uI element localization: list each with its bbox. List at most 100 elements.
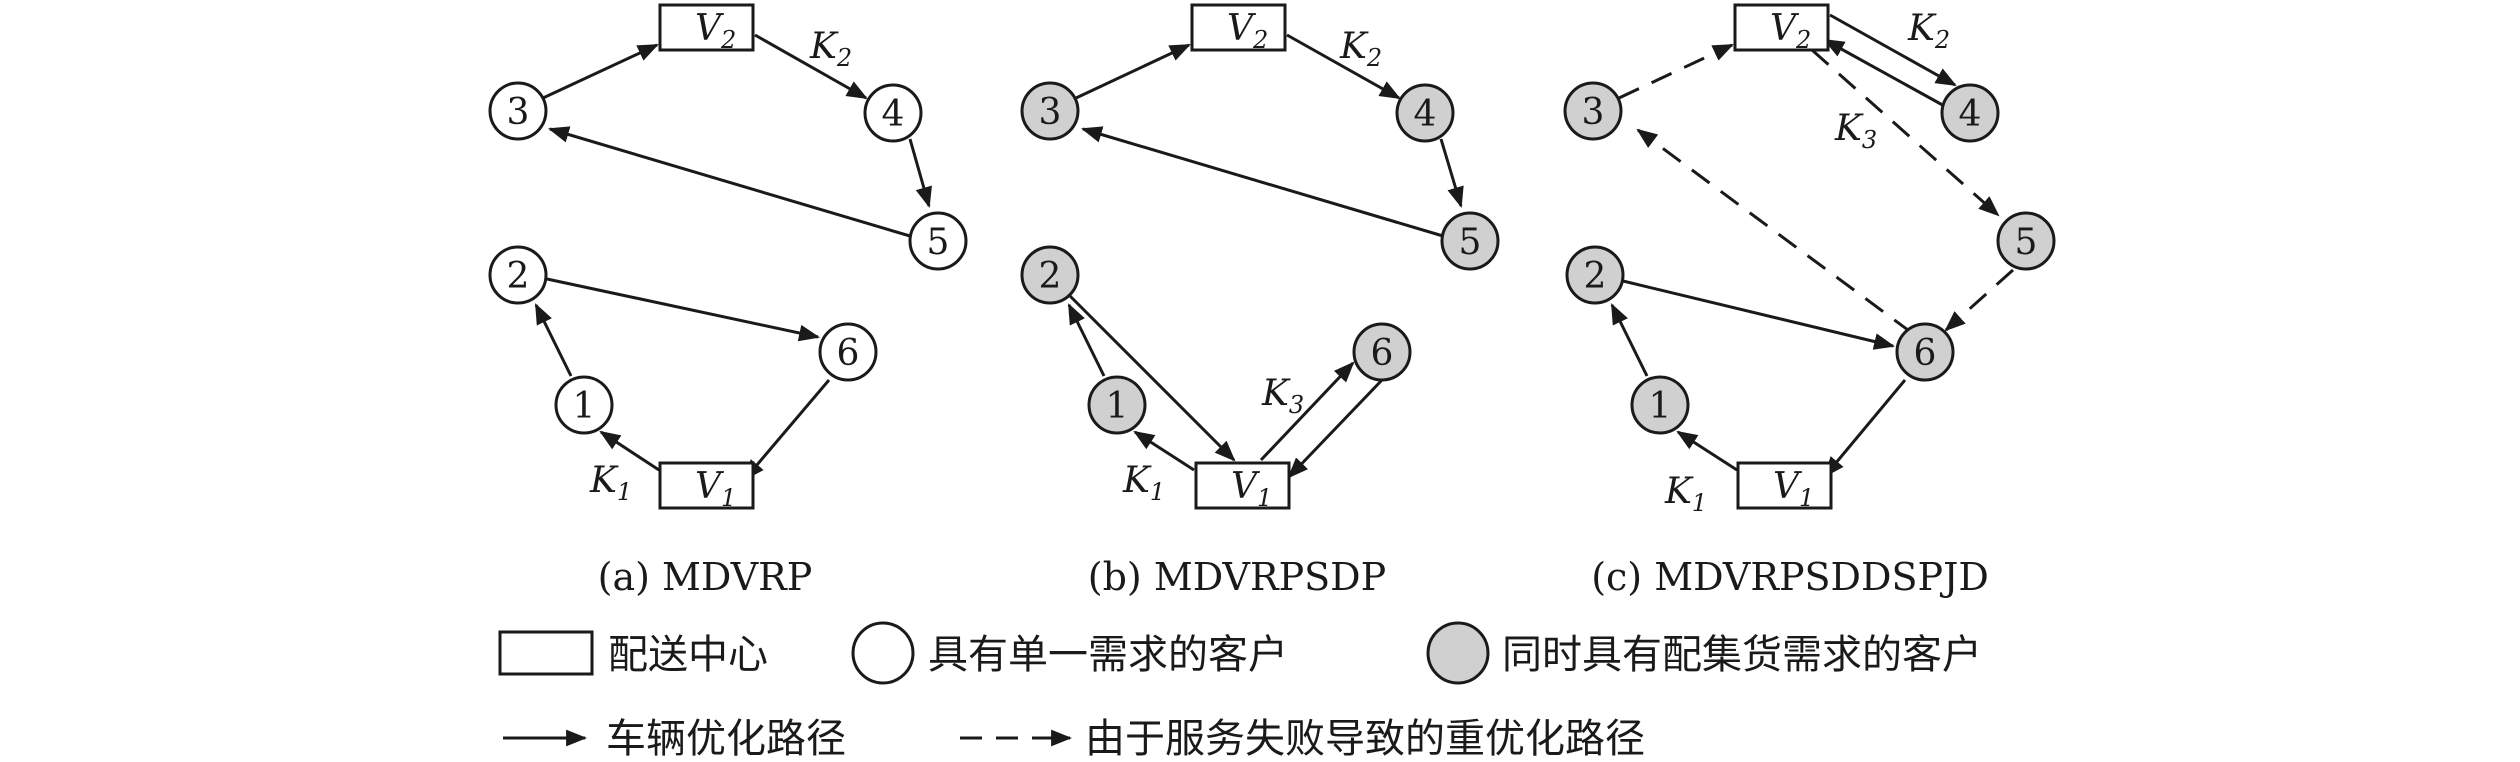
customer-a-6: 6 xyxy=(818,322,878,382)
edge-a-2-6 xyxy=(546,277,821,342)
customer-circle xyxy=(488,81,548,141)
depot-b-v2: V2 xyxy=(1190,3,1287,54)
route-label-c-k2: K2 xyxy=(1907,8,1950,54)
customer-label: 3 xyxy=(507,92,530,133)
depot-a-v1: V1 xyxy=(658,461,755,512)
customer-label: 6 xyxy=(1914,333,1937,374)
customer-a-4: 4 xyxy=(863,83,923,143)
customer-b-5: 5 xyxy=(1440,211,1500,271)
route-label-c-k3: K3 xyxy=(1834,108,1877,154)
customer-label: 2 xyxy=(507,256,530,297)
edge-a-v1-1 xyxy=(599,430,660,472)
customer-label: 6 xyxy=(1371,333,1394,374)
legend-single-customer: 具有单一需求的客户 xyxy=(851,621,1288,685)
edge-c-3-v2-dashed xyxy=(1618,43,1734,100)
route-label-b-k1: K1 xyxy=(1122,460,1165,506)
caption-c: (c) MDVRPSDDSPJD xyxy=(1591,555,1989,599)
customer-c-1: 1 xyxy=(1630,375,1690,435)
panel-b: V2 V1 3 4 5 2 1 6 K2 K3 xyxy=(1020,3,1500,599)
legend-solid-label: 车辆优化路径 xyxy=(606,716,846,762)
depot-box xyxy=(1194,461,1291,510)
depot-b-v1: V1 xyxy=(1194,461,1291,512)
edge-b-1-2 xyxy=(1067,303,1106,377)
edge-b-3-v2 xyxy=(1075,43,1191,100)
legend-depot: 配送中心 xyxy=(498,630,768,678)
depot-label: V1 xyxy=(1231,466,1272,512)
customer-a-2: 2 xyxy=(488,245,548,305)
customer-b-6: 6 xyxy=(1352,322,1412,382)
customer-label: 5 xyxy=(2015,222,2038,263)
edge-a-4-5 xyxy=(908,138,932,209)
edge-b-v1-6 xyxy=(1259,361,1355,462)
depot-label: V1 xyxy=(695,466,736,512)
customer-label: 5 xyxy=(927,222,950,263)
customer-circle xyxy=(1087,375,1147,435)
edge-b-4-5 xyxy=(1439,138,1464,209)
customer-label: 1 xyxy=(1649,386,1672,427)
legend: 配送中心 具有单一需求的客户 同时具有配集货需求的客户 车辆优化路径 由于服务失… xyxy=(498,621,1982,762)
edge-b-2-v1 xyxy=(1068,294,1236,462)
customer-c-5: 5 xyxy=(1996,211,2056,271)
customer-circle xyxy=(908,211,968,271)
customer-b-2: 2 xyxy=(1020,245,1080,305)
caption-b: (b) MDVRPSDP xyxy=(1088,555,1386,599)
customer-b-1: 1 xyxy=(1087,375,1147,435)
edge-c-1-2 xyxy=(1610,303,1649,377)
legend-single-label: 具有单一需求的客户 xyxy=(928,632,1288,678)
legend-dashed-label: 由于服务失败导致的重优化路径 xyxy=(1085,716,1645,762)
customer-label: 2 xyxy=(1584,256,1607,297)
edge-b-5-3 xyxy=(1080,126,1444,238)
customer-circle xyxy=(1352,322,1412,382)
edge-b-v1-1 xyxy=(1133,430,1195,472)
customer-label: 4 xyxy=(882,94,905,135)
edge-a-3-v2 xyxy=(542,43,659,100)
legend-depot-label: 配送中心 xyxy=(608,632,768,678)
customer-circle xyxy=(1630,375,1690,435)
panel-c-edges xyxy=(1610,13,2015,478)
panel-a-edges xyxy=(534,33,932,481)
route-label-c-k1: K1 xyxy=(1664,471,1707,517)
edge-c-v2-5-dashed xyxy=(1811,48,2000,217)
customer-circle xyxy=(1563,81,1623,141)
customer-a-3: 3 xyxy=(488,81,548,141)
customer-circle xyxy=(1020,81,1080,141)
panel-a: V2 V1 3 4 5 2 1 6 K2 xyxy=(488,3,968,599)
depot-c-v1: V1 xyxy=(1736,461,1833,512)
edge-c-6-3-dashed xyxy=(1636,128,1913,335)
customer-circle xyxy=(1440,211,1500,271)
depot-box xyxy=(1736,461,1833,510)
route-label-b-k2: K2 xyxy=(1339,26,1382,72)
edge-c-2-6 xyxy=(1622,279,1896,350)
panel-c: V2 V1 3 4 5 2 1 6 K2 K3 xyxy=(1563,3,2056,599)
customer-label: 1 xyxy=(1106,386,1129,427)
depot-a-v2: V2 xyxy=(658,3,755,54)
customer-label: 5 xyxy=(1459,222,1482,263)
customer-label: 4 xyxy=(1959,94,1982,135)
customer-label: 2 xyxy=(1039,256,1062,297)
panel-b-edges xyxy=(1067,33,1464,479)
edge-c-v2-4 xyxy=(1829,13,1957,87)
depot-box xyxy=(658,3,755,52)
legend-single-swatch xyxy=(851,621,915,685)
depot-c-v2: V2 xyxy=(1733,3,1830,54)
customer-c-6: 6 xyxy=(1895,322,1955,382)
customer-c-2: 2 xyxy=(1565,245,1625,305)
customer-label: 4 xyxy=(1414,94,1437,135)
customer-circle xyxy=(1565,245,1625,305)
customer-circle xyxy=(1996,211,2056,271)
edge-a-5-3 xyxy=(547,126,911,238)
edge-b-6-v1 xyxy=(1287,378,1384,479)
customer-label: 6 xyxy=(837,333,860,374)
customer-circle xyxy=(818,322,878,382)
edge-c-5-6-dashed xyxy=(1944,268,2015,332)
edge-a-1-2 xyxy=(534,303,573,377)
customer-circle xyxy=(1940,83,2000,143)
depot-label: V1 xyxy=(1773,466,1814,512)
customer-label: 3 xyxy=(1582,92,1605,133)
edge-b-v2-4 xyxy=(1286,33,1401,100)
legend-pd-swatch xyxy=(1426,621,1490,685)
customer-circle xyxy=(1895,322,1955,382)
customer-c-4: 4 xyxy=(1940,83,2000,143)
route-label-a-k2: K2 xyxy=(809,26,852,72)
depot-box xyxy=(1733,3,1830,52)
